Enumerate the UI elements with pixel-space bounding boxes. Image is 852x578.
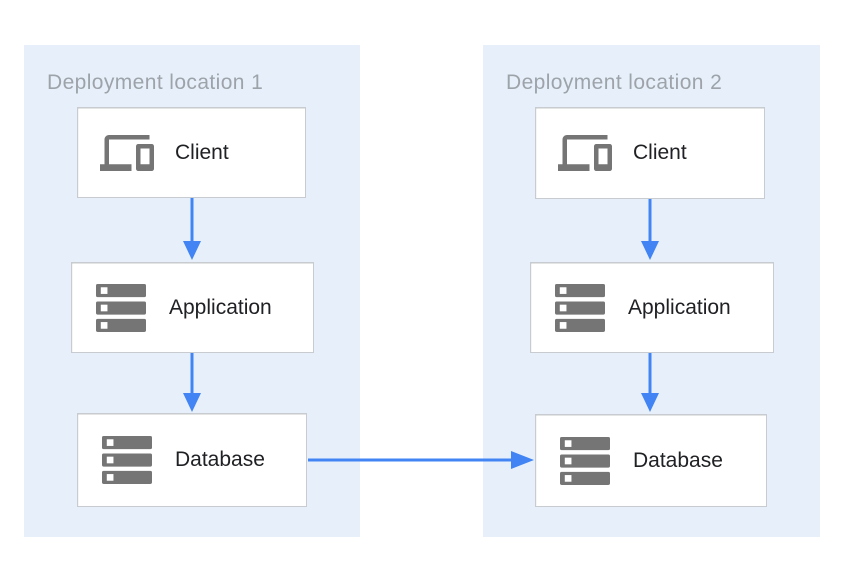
database-node: Database bbox=[77, 413, 307, 507]
node-label: Application bbox=[169, 295, 272, 319]
deployment-location-1-panel: Deployment location 1 Client A bbox=[24, 45, 360, 537]
server-stack-icon bbox=[99, 436, 155, 484]
panel-title: Deployment location 2 bbox=[506, 71, 723, 94]
database-node: Database bbox=[535, 414, 767, 507]
client-node: Client bbox=[535, 107, 765, 199]
node-label: Database bbox=[175, 448, 265, 471]
deployment-location-2-panel: Deployment location 2 Client A bbox=[483, 45, 820, 537]
application-node: Application bbox=[71, 262, 314, 353]
application-node: Application bbox=[530, 262, 774, 353]
server-stack-icon bbox=[552, 283, 608, 332]
server-stack-icon bbox=[557, 436, 613, 485]
server-stack-icon bbox=[93, 283, 149, 332]
node-label: Client bbox=[633, 141, 687, 164]
devices-icon bbox=[99, 126, 155, 180]
client-node: Client bbox=[77, 107, 306, 198]
panel-title: Deployment location 1 bbox=[47, 71, 264, 94]
devices-icon bbox=[557, 126, 613, 180]
node-label: Database bbox=[633, 448, 723, 472]
node-label: Application bbox=[628, 295, 731, 319]
node-label: Client bbox=[175, 140, 229, 164]
